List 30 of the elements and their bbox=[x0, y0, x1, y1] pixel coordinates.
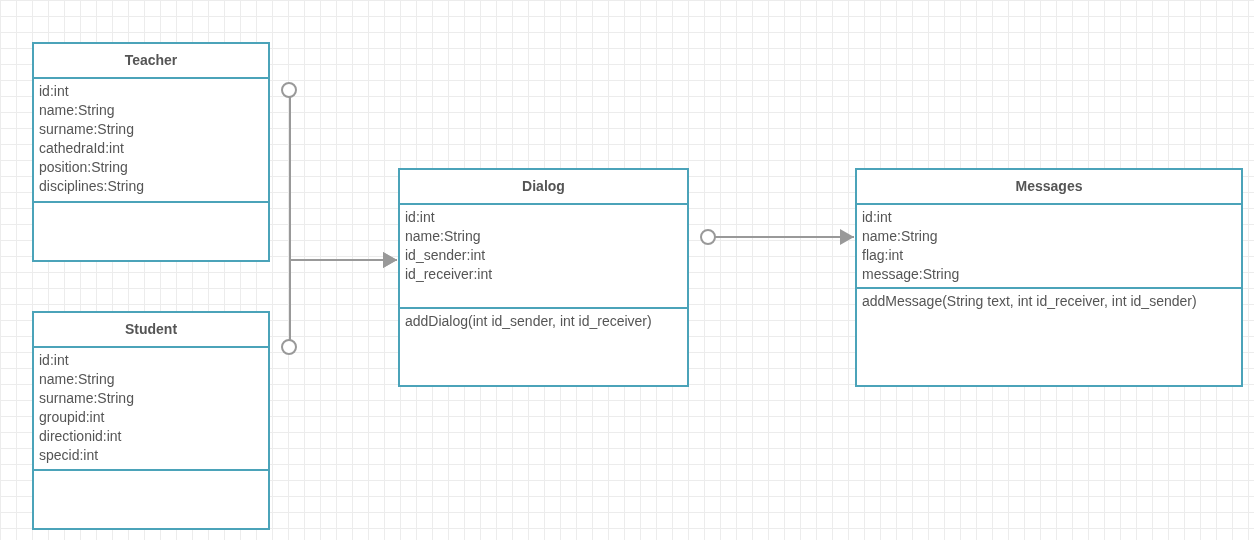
attribute-text: position:String bbox=[39, 157, 128, 177]
attribute-text: id:int bbox=[39, 81, 69, 101]
attribute-text: id_receiver:int bbox=[405, 264, 493, 284]
attribute-text: flag:int bbox=[862, 245, 904, 265]
class-name: Messages bbox=[1015, 176, 1083, 196]
attribute-text: groupid:int bbox=[39, 407, 105, 427]
attribute-text: directionid:int bbox=[39, 426, 122, 446]
attribute-text: surname:String bbox=[39, 119, 134, 139]
attribute-text: name:String bbox=[862, 226, 938, 246]
attribute-text: message:String bbox=[862, 264, 960, 284]
attribute-text: specid:int bbox=[39, 445, 99, 465]
class-box bbox=[398, 168, 689, 387]
attribute-text: disciplines:String bbox=[39, 176, 145, 196]
attribute-text: name:String bbox=[405, 226, 481, 246]
attribute-text: name:String bbox=[39, 100, 115, 120]
attribute-text: id:int bbox=[862, 207, 892, 227]
attribute-text: id:int bbox=[39, 350, 69, 370]
method-text: addMessage(String text, int id_receiver, int id_sender) bbox=[862, 291, 1197, 311]
class-name: Teacher bbox=[124, 50, 178, 70]
class-name: Student bbox=[124, 319, 178, 339]
method-text: addDialog(int id_sender, int id_receiver) bbox=[405, 311, 652, 331]
class-box bbox=[855, 168, 1243, 387]
attribute-text: id:int bbox=[405, 207, 435, 227]
class-name: Dialog bbox=[522, 176, 565, 196]
class-box bbox=[32, 311, 270, 530]
attribute-text: cathedraId:int bbox=[39, 138, 124, 158]
class-box bbox=[32, 42, 270, 262]
attribute-text: surname:String bbox=[39, 388, 134, 408]
attribute-text: name:String bbox=[39, 369, 115, 389]
attribute-text: id_sender:int bbox=[405, 245, 486, 265]
